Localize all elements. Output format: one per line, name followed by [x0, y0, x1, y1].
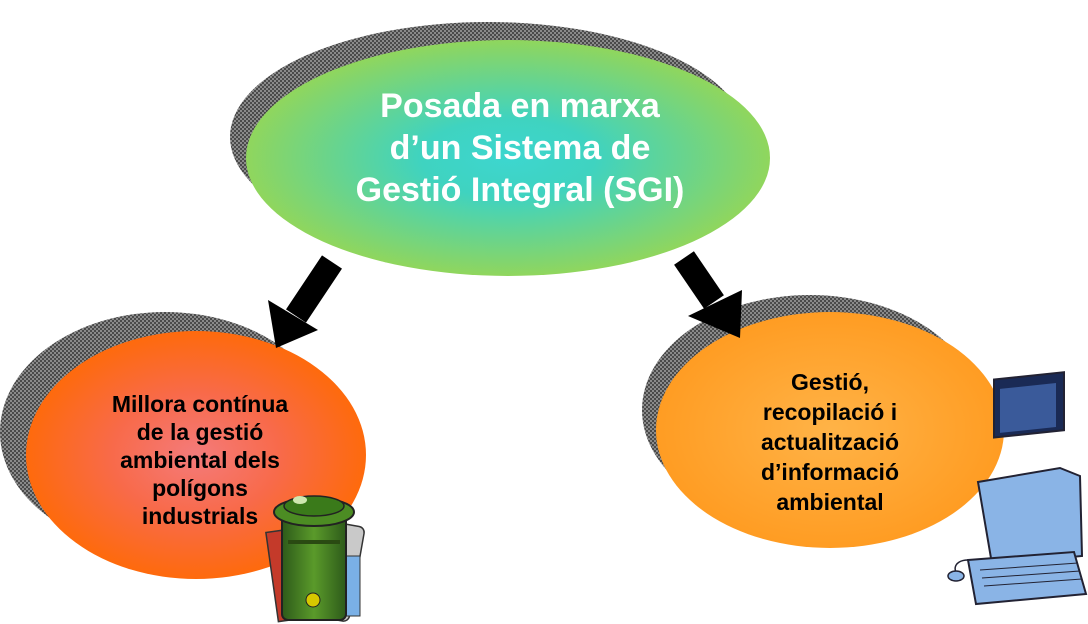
node-left-line-1: Millora contínua	[111, 391, 289, 417]
node-right-line-5: ambiental	[776, 489, 884, 515]
node-top-line-2: d’un Sistema de	[389, 129, 651, 167]
node-left-line-4: polígons	[152, 475, 248, 501]
node-right-ellipse	[656, 312, 1004, 548]
node-top-line-1: Posada en marxa	[380, 87, 660, 125]
node-top	[230, 22, 770, 276]
node-right-line-2: recopilació i	[762, 399, 898, 425]
node-left-line-3: ambiental dels	[120, 447, 280, 473]
node-left-line-2: de la gestió	[136, 419, 264, 445]
node-top-label: Posada en marxa d’un Sistema de Gestió I…	[300, 78, 740, 218]
node-right-line-1: Gestió,	[791, 369, 869, 395]
node-top-ellipse	[246, 40, 770, 276]
node-left-line-5: industrials	[141, 503, 259, 529]
arrow-right	[674, 251, 742, 338]
node-top-line-3: Gestió Integral (SGI)	[355, 171, 685, 209]
arrow-left	[268, 255, 342, 348]
computer-icon	[947, 371, 1088, 606]
node-right-line-4: d’informació	[760, 459, 899, 485]
node-right-label: Gestió, recopilació i actualització d’in…	[700, 362, 960, 522]
node-left-label: Millora contínua de la gestió ambiental …	[60, 376, 340, 544]
node-right-line-3: actualització	[760, 429, 900, 455]
node-right	[642, 295, 1004, 548]
recycling-bin-icon	[265, 495, 365, 623]
